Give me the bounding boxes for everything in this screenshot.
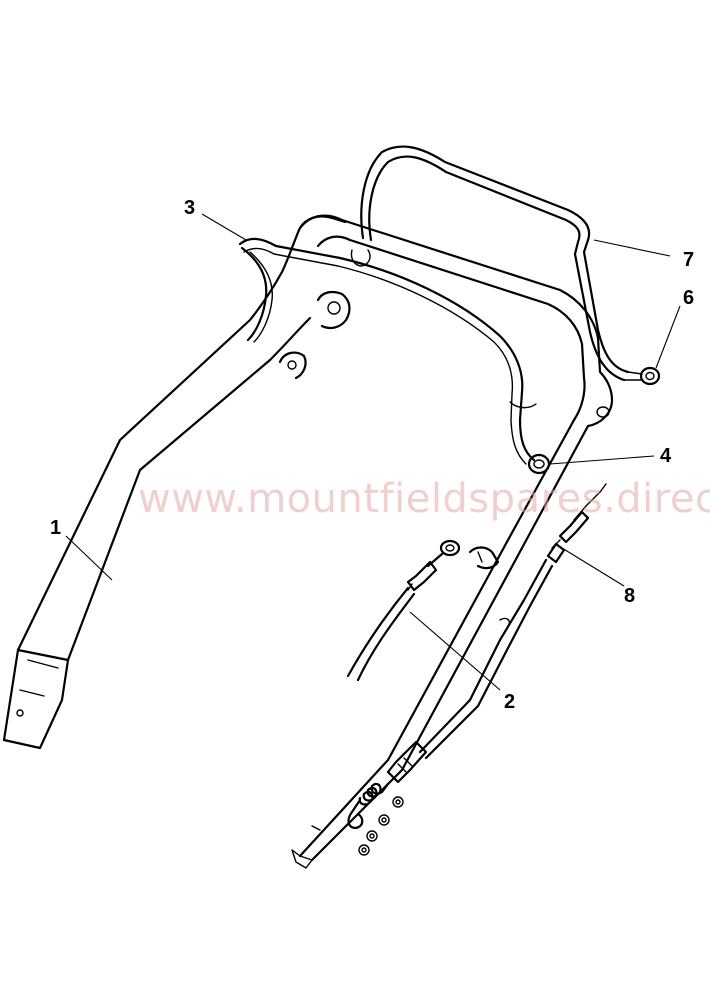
callout-6: 6 (683, 287, 694, 309)
lower-cable-part-8 (347, 483, 607, 856)
watermark-text: www.mountfieldspares.direct (138, 476, 710, 522)
control-cable-part-2 (346, 539, 461, 682)
handle-frame-part-1 (2, 214, 614, 869)
callout-7: 7 (683, 249, 694, 271)
leader-lines (65, 213, 681, 691)
control-rod-part-3 (238, 237, 537, 465)
callout-2: 2 (504, 691, 515, 713)
washers (358, 796, 404, 856)
callout-1: 1 (50, 517, 61, 539)
callout-3: 3 (184, 197, 195, 219)
nut-part-6 (623, 366, 661, 386)
bail-bar-part-7 (360, 145, 630, 382)
cable-clip (468, 546, 500, 570)
callout-4: 4 (660, 445, 672, 467)
callout-8: 8 (624, 585, 635, 607)
